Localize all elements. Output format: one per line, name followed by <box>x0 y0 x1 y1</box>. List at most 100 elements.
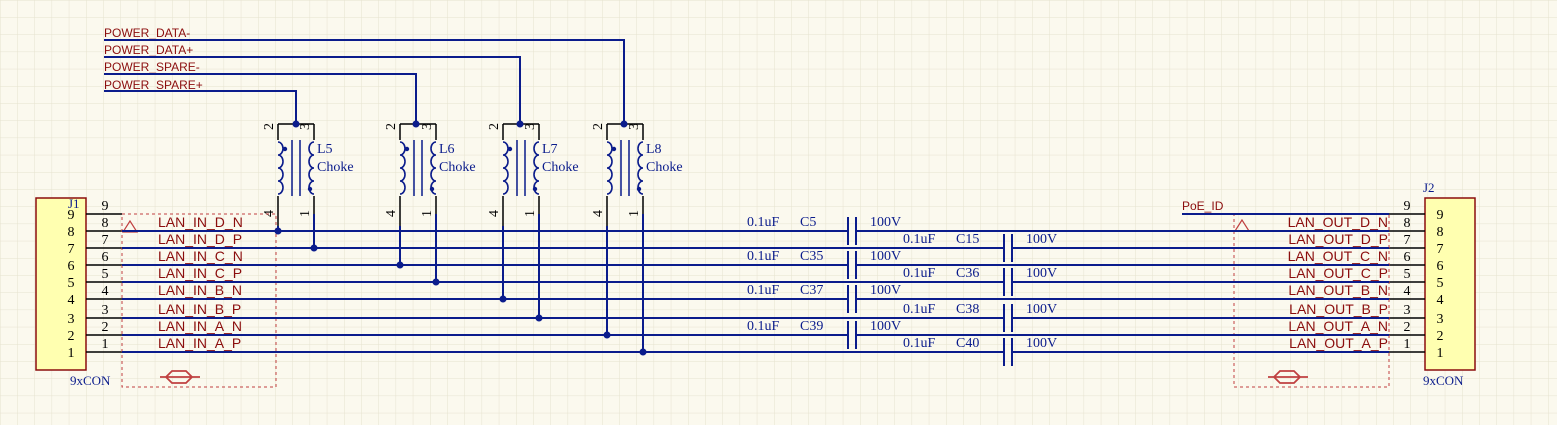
port-bus-icon <box>1268 370 1308 384</box>
pin-number: 2 <box>487 123 502 130</box>
lan-in-labels: LAN_IN_D_N LAN_IN_D_P LAN_IN_C_N LAN_IN_… <box>158 214 243 351</box>
connector-j1: J1 9xCON 9 8 7 6 5 4 3 2 1 9 8 7 6 5 4 3… <box>35 196 122 388</box>
pin-number: 7 <box>1437 242 1444 257</box>
poe-id-label: PoE_ID <box>1182 199 1224 213</box>
wire <box>104 39 625 122</box>
capacitor-value: 0.1uF <box>747 215 780 230</box>
power-net-label: POWER_DATA+ <box>104 43 193 57</box>
capacitor-designator: C36 <box>956 266 979 281</box>
net-label: LAN_IN_C_N <box>158 248 243 264</box>
net-label: LAN_IN_A_P <box>158 335 241 351</box>
choke-designator: L6 <box>439 142 455 157</box>
connector-comment: 9xCON <box>1423 373 1464 388</box>
net-label: LAN_IN_D_N <box>158 214 243 230</box>
capacitor-value: 0.1uF <box>903 302 936 317</box>
pin-number: 3 <box>627 123 642 130</box>
capacitor-designator: C38 <box>956 302 979 317</box>
choke-core <box>620 140 630 196</box>
junction <box>292 120 300 128</box>
pin-number: 2 <box>68 329 75 344</box>
pin-number: 7 <box>1404 233 1411 248</box>
capacitor-voltage: 100V <box>870 215 901 230</box>
choke-winding-left <box>606 141 613 195</box>
capacitor-voltage: 100V <box>870 319 901 334</box>
polarity-dot <box>507 146 513 152</box>
pin-number: 1 <box>627 210 642 217</box>
capacitor-value: 0.1uF <box>747 249 780 264</box>
choke-core <box>516 140 526 196</box>
connector-body <box>35 197 87 371</box>
pin-number: 5 <box>1404 267 1411 282</box>
pin-number: 7 <box>68 242 75 257</box>
pin-number: 2 <box>591 123 606 130</box>
net-label: LAN_IN_D_P <box>158 231 242 247</box>
power-net-label: POWER_SPARE- <box>104 60 200 74</box>
pin-number: 9 <box>1437 208 1444 223</box>
pin-number: 5 <box>102 267 109 282</box>
connector-body <box>1424 197 1476 371</box>
capacitor-voltage: 100V <box>870 249 901 264</box>
capacitor-voltage: 100V <box>1026 266 1057 281</box>
power-net-label: POWER_DATA- <box>104 26 190 40</box>
capacitor-designator: C37 <box>800 283 823 298</box>
pin-number: 9 <box>1404 199 1411 214</box>
capacitor-designator: C39 <box>800 319 823 334</box>
wire <box>104 56 521 122</box>
pin-number: 9 <box>68 208 75 223</box>
polarity-dot <box>532 186 538 192</box>
capacitor-value: 0.1uF <box>903 336 936 351</box>
choke-designator: L7 <box>542 142 558 157</box>
pin-number: 4 <box>68 293 75 308</box>
choke-winding-left <box>277 141 284 195</box>
net-label: LAN_OUT_D_N <box>1288 214 1388 230</box>
polarity-dot <box>611 146 617 152</box>
choke-value: Choke <box>542 160 579 175</box>
pin-number: 4 <box>1404 284 1411 299</box>
choke-l6: 2 3 4 1 L6 Choke <box>384 120 476 226</box>
junction <box>639 348 647 356</box>
capacitor-voltage: 100V <box>870 283 901 298</box>
connector-designator: J2 <box>1423 180 1435 195</box>
choke-winding-right <box>637 141 644 195</box>
connector-comment: 9xCON <box>70 373 111 388</box>
power-net-spare-plus: POWER_SPARE+ <box>104 78 297 122</box>
pin-number: 6 <box>68 259 75 274</box>
pin-number: 1 <box>68 346 75 361</box>
pin-number: 7 <box>102 233 109 248</box>
pin-number: 2 <box>102 320 109 335</box>
connector-pin-lines <box>86 213 122 353</box>
net-label: LAN_OUT_A_N <box>1288 318 1388 334</box>
pin-number: 1 <box>1404 337 1411 352</box>
capacitor-value: 0.1uF <box>747 319 780 334</box>
choke-pin-leads <box>399 123 437 226</box>
pin-number: 1 <box>420 210 435 217</box>
power-net-spare-minus: POWER_SPARE- <box>104 60 417 122</box>
capacitor-designator: C40 <box>956 336 979 351</box>
power-net-data-minus: POWER_DATA- <box>104 26 625 122</box>
polarity-dot <box>636 186 642 192</box>
net-label: LAN_IN_A_N <box>158 318 242 334</box>
connector-designator: J1 <box>68 196 80 211</box>
lan-out-labels: LAN_OUT_D_N LAN_OUT_D_P LAN_OUT_C_N LAN_… <box>1288 214 1388 351</box>
pin-number: 1 <box>102 337 109 352</box>
pin-number: 3 <box>1404 303 1411 318</box>
net-label: LAN_OUT_C_N <box>1288 248 1388 264</box>
connector-inner-pin-numbers: 9 8 7 6 5 4 3 2 1 <box>68 208 75 361</box>
junction <box>535 314 543 322</box>
pin-number: 3 <box>1437 312 1444 327</box>
choke-l8: 2 3 4 1 L8 Choke <box>591 120 683 226</box>
pin-number: 4 <box>102 284 109 299</box>
capacitor-designator: C5 <box>800 215 816 230</box>
net-label: LAN_OUT_D_P <box>1288 231 1388 247</box>
capacitor-designator: C35 <box>800 249 823 264</box>
choke-winding-left <box>399 141 406 195</box>
pin-number: 6 <box>102 250 109 265</box>
choke-core <box>413 140 423 196</box>
pin-number: 3 <box>102 303 109 318</box>
net-label: LAN_OUT_A_P <box>1289 335 1388 351</box>
pin-number: 3 <box>298 123 313 130</box>
port-box-outline <box>121 213 277 388</box>
connector-outer-pin-numbers: 9 8 7 6 5 4 3 2 1 <box>102 199 109 352</box>
